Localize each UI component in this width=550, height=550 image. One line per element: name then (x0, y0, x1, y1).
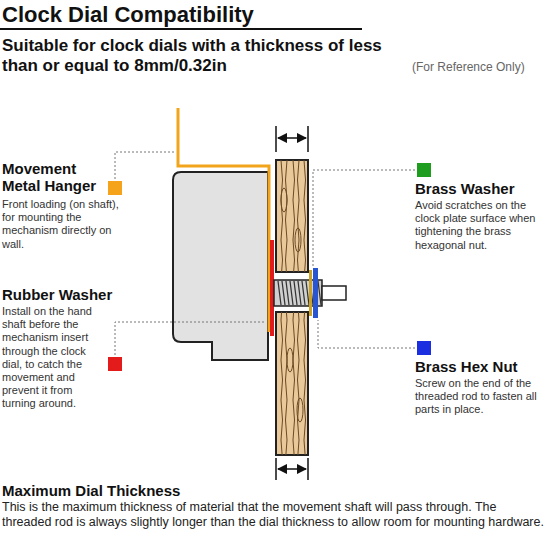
part-heading: Movement Metal Hanger (2, 160, 106, 195)
brass-washer-marker (417, 163, 431, 177)
part-heading: Rubber Washer (2, 286, 142, 303)
reference-note: (For Reference Only) (412, 60, 548, 74)
part-description: Screw on the end of the threaded rod to … (415, 377, 545, 417)
part-description: Front loading (on shaft), for mounting t… (2, 198, 124, 251)
hex-nut-marker (417, 341, 431, 355)
brass-hex-nut (313, 268, 318, 318)
diagram-title: Clock Dial Compatibility (2, 2, 382, 28)
explanation-text: This is the maximum thickness of materia… (2, 500, 546, 530)
brass-washer (309, 270, 312, 316)
clock-dial-board (276, 160, 308, 480)
title-underline (0, 28, 362, 30)
subtitle: Suitable for clock dials with a thicknes… (2, 36, 412, 77)
part-description: Install on the hand shaft before the mec… (2, 305, 104, 411)
leader-lines (115, 152, 415, 355)
metal-hanger (178, 108, 269, 332)
movement-body (173, 172, 268, 360)
rubber-washer-marker (108, 357, 122, 371)
hanger-marker (108, 181, 122, 195)
section-heading: Maximum Dial Thickness (2, 482, 402, 499)
part-description: Avoid scratches on the clock plate surfa… (415, 199, 545, 252)
part-heading: Brass Hex Nut (415, 358, 548, 375)
part-heading: Brass Washer (415, 180, 548, 197)
